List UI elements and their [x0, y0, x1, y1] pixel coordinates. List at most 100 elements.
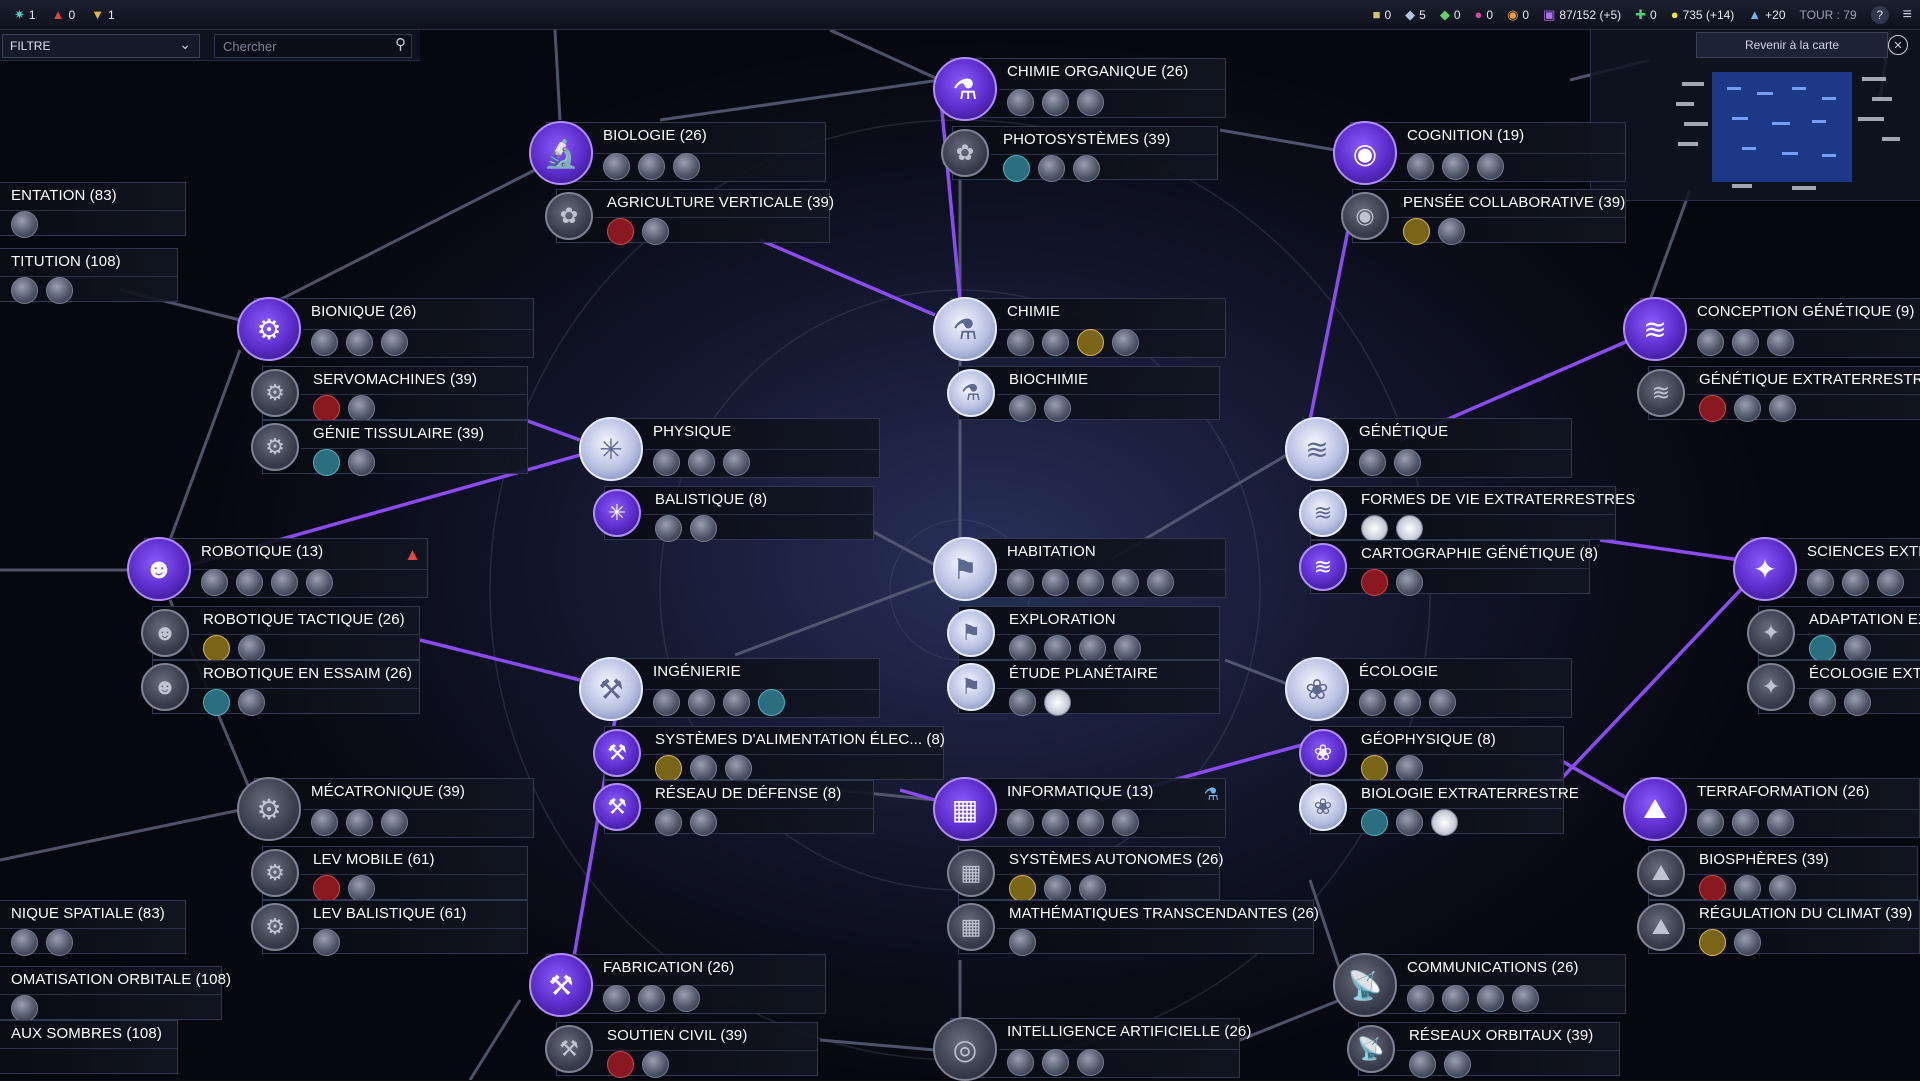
unlock-icon[interactable] — [1734, 875, 1761, 902]
unlock-icon[interactable] — [673, 985, 700, 1012]
unlock-icon[interactable] — [1697, 329, 1724, 356]
unlock-icon[interactable] — [1077, 89, 1104, 116]
tech-icon[interactable]: ◉ — [1341, 192, 1389, 240]
unlock-icon[interactable] — [1007, 569, 1034, 596]
tech-icon[interactable]: ⚗ — [933, 297, 997, 361]
tech-soutien-civil[interactable]: ⚒SOUTIEN CIVIL (39) — [545, 1022, 818, 1078]
unlock-icon[interactable] — [1007, 1049, 1034, 1076]
unlock-icon[interactable] — [1009, 929, 1036, 956]
petroleum-resource[interactable]: ◉0 — [1507, 7, 1529, 23]
unlock-icon[interactable] — [1732, 809, 1759, 836]
unlock-icon[interactable] — [46, 929, 73, 956]
tech-icon[interactable]: ❀ — [1285, 657, 1349, 721]
unlock-icon[interactable] — [1844, 689, 1871, 716]
unlock-icon[interactable] — [346, 809, 373, 836]
unlock-icon[interactable] — [1114, 635, 1141, 662]
unlock-icon[interactable] — [201, 569, 228, 596]
tech-icon[interactable]: ✦ — [1747, 663, 1795, 711]
tech-nique-spatiale[interactable]: ✦NIQUE SPATIALE (83) — [0, 900, 186, 956]
unlock-icon[interactable] — [1809, 635, 1836, 662]
tech-icon[interactable]: ⚗ — [933, 57, 997, 121]
unlock-icon[interactable] — [238, 635, 265, 662]
unlock-icon[interactable] — [1844, 635, 1871, 662]
titanium-resource[interactable]: ◆5 — [1405, 7, 1426, 23]
unlock-icon[interactable] — [11, 929, 38, 956]
unlock-icon[interactable] — [348, 395, 375, 422]
unlock-icon[interactable] — [311, 329, 338, 356]
unlock-icon[interactable] — [603, 153, 630, 180]
unlock-icon[interactable] — [1003, 155, 1030, 182]
tech-icon[interactable]: ≋ — [1285, 417, 1349, 481]
unlock-icon[interactable] — [1769, 875, 1796, 902]
tech-adaptation-ex[interactable]: ✦ADAPTATION EX — [1747, 606, 1920, 662]
unlock-icon[interactable] — [381, 809, 408, 836]
tech-web-minimap[interactable] — [1672, 62, 1920, 196]
xenomass-resource[interactable]: ●0 — [1475, 7, 1494, 22]
tech-geophysique[interactable]: ❀GÉOPHYSIQUE (8) — [1299, 726, 1564, 782]
tech-icon[interactable]: ≋ — [1623, 297, 1687, 361]
tech-icon[interactable]: ▦ — [947, 849, 995, 897]
unlock-icon[interactable] — [1079, 875, 1106, 902]
tech-etude-planetaire[interactable]: ⚑ÉTUDE PLANÉTAIRE — [947, 660, 1220, 716]
unlock-icon[interactable] — [1396, 809, 1423, 836]
tech-icon[interactable]: ⚒ — [593, 729, 641, 777]
tech-informatique[interactable]: ▦INFORMATIQUE (13)⚗ — [933, 777, 1226, 841]
tech-icon[interactable]: ≋ — [1299, 489, 1347, 537]
tech-habitation[interactable]: ⚑HABITATION — [933, 537, 1226, 601]
tech-icon[interactable]: ⛰ — [1637, 849, 1685, 897]
tech-icon[interactable]: ❀ — [1299, 783, 1347, 831]
tech-icon[interactable]: ◎ — [933, 1017, 997, 1081]
tech-icon[interactable]: ⚑ — [947, 663, 995, 711]
unlock-icon[interactable] — [1361, 515, 1388, 542]
tech-mecatronique[interactable]: ⚙MÉCATRONIQUE (39) — [237, 777, 534, 841]
tech-sciences-extra[interactable]: ✦SCIENCES EXTRA — [1733, 537, 1920, 601]
unlock-icon[interactable] — [653, 689, 680, 716]
unlock-icon[interactable] — [1809, 689, 1836, 716]
unlock-icon[interactable] — [1077, 1049, 1104, 1076]
tech-cartographie-genetique[interactable]: ≋CARTOGRAPHIE GÉNÉTIQUE (8) — [1299, 540, 1598, 596]
help-icon[interactable]: ? — [1870, 5, 1889, 24]
unlock-icon[interactable] — [655, 809, 682, 836]
unlock-icon[interactable] — [1044, 635, 1071, 662]
unlock-icon[interactable] — [203, 689, 230, 716]
tech-chimie-organique[interactable]: ⚗CHIMIE ORGANIQUE (26) — [933, 57, 1226, 121]
unlock-icon[interactable] — [1699, 395, 1726, 422]
unlock-icon[interactable] — [642, 218, 669, 245]
unlock-icon[interactable] — [690, 515, 717, 542]
tech-icon[interactable]: ⚗ — [947, 369, 995, 417]
unlock-icon[interactable] — [46, 277, 73, 304]
science-book-resource[interactable]: ▣87/152 (+5) — [1543, 7, 1621, 23]
tech-robotique-essaim[interactable]: ☻ROBOTIQUE EN ESSAIM (26) — [141, 660, 420, 716]
tech-titution[interactable]: ✿TITUTION (108) — [0, 248, 178, 304]
unlock-icon[interactable] — [1842, 569, 1869, 596]
tech-icon[interactable]: ✦ — [1747, 609, 1795, 657]
unlock-icon[interactable] — [603, 985, 630, 1012]
tech-biologie[interactable]: 🔬BIOLOGIE (26) — [529, 121, 826, 185]
unlock-icon[interactable] — [313, 395, 340, 422]
unlock-icon[interactable] — [348, 875, 375, 902]
tech-icon[interactable]: ⛰ — [1623, 777, 1687, 841]
unlock-icon[interactable] — [723, 449, 750, 476]
unlock-icon[interactable] — [688, 449, 715, 476]
unlock-icon[interactable] — [11, 211, 38, 238]
unlock-icon[interactable] — [655, 755, 682, 782]
unlock-icon[interactable] — [607, 1051, 634, 1078]
tech-icon[interactable]: 📡 — [1333, 953, 1397, 1017]
unlock-icon[interactable] — [1361, 755, 1388, 782]
unlock-icon[interactable] — [1396, 569, 1423, 596]
tech-formes-de-vie[interactable]: ≋FORMES DE VIE EXTRATERRESTRES — [1299, 486, 1635, 542]
tech-icon[interactable]: ⚒ — [593, 783, 641, 831]
tech-icon[interactable]: ✿ — [545, 192, 593, 240]
tech-ecologie[interactable]: ❀ÉCOLOGIE — [1285, 657, 1572, 721]
tech-intelligence-artificielle[interactable]: ◎INTELLIGENCE ARTIFICIELLE (26) — [933, 1017, 1251, 1081]
tech-pensee-collaborative[interactable]: ◉PENSÉE COLLABORATIVE (39) — [1341, 189, 1626, 245]
tech-icon[interactable]: ⚙ — [251, 849, 299, 897]
tech-icon[interactable]: ≋ — [1299, 543, 1347, 591]
tech-biochimie[interactable]: ⚗BIOCHIMIE — [947, 366, 1220, 422]
purity-resource[interactable]: ▲0 — [52, 7, 76, 22]
unlock-icon[interactable] — [1769, 395, 1796, 422]
unlock-icon[interactable] — [1444, 1051, 1471, 1078]
unlock-icon[interactable] — [1042, 89, 1069, 116]
tech-systemes-alimentation[interactable]: ⚒SYSTÈMES D'ALIMENTATION ÉLEC... (8) — [593, 726, 945, 782]
unlock-icon[interactable] — [1147, 569, 1174, 596]
